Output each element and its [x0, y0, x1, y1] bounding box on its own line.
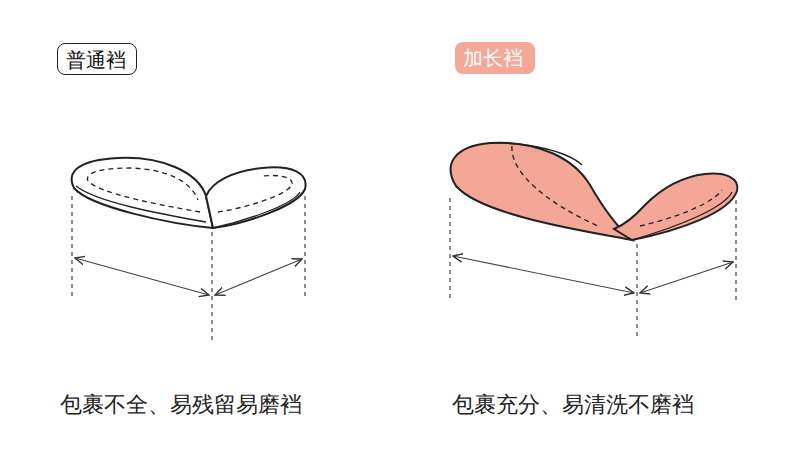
tag-normal: 普通裆 — [57, 43, 137, 75]
tag-extended: 加长裆 — [455, 42, 535, 74]
dimension-lines — [72, 196, 305, 340]
caption-text: 包裹充分、易清洗不磨裆 — [452, 390, 694, 420]
tag-text: 加长裆 — [463, 46, 523, 70]
tag-text: 普通裆 — [66, 48, 126, 72]
dimension-lines — [450, 198, 736, 340]
caption-text: 包裹不全、易残留易磨裆 — [60, 390, 302, 420]
normal-pad — [72, 158, 306, 228]
extended-pad — [451, 143, 738, 240]
